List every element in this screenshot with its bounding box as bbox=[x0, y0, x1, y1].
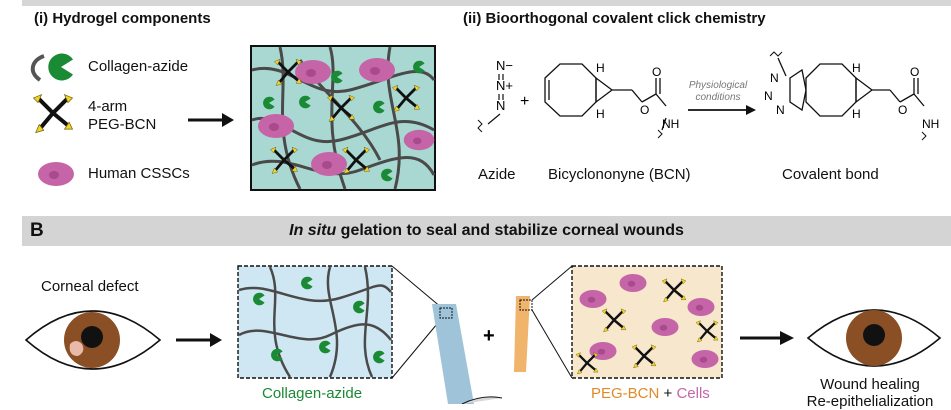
panel-b-title-italic: In situ bbox=[289, 222, 337, 239]
plus-separator: + bbox=[659, 385, 677, 402]
azide-atom-n-plus: N+ bbox=[496, 78, 513, 93]
condition-line-1: Physiological bbox=[688, 80, 748, 91]
product-label: Covalent bond bbox=[782, 166, 879, 183]
bcn-o-ester: O bbox=[640, 103, 649, 117]
legend-collagen-azide-label: Collagen-azide bbox=[88, 58, 189, 75]
syringe-blue-tip bbox=[432, 304, 474, 404]
zoom-lines-collagen bbox=[391, 265, 443, 379]
healed-eye bbox=[806, 309, 942, 367]
product-n3: N bbox=[776, 103, 785, 117]
zoom-lines-peg bbox=[531, 265, 573, 379]
legend-peg-bcn-icon bbox=[33, 95, 72, 133]
product-o-carbonyl: O bbox=[910, 65, 919, 79]
cells-caption: Cells bbox=[676, 385, 710, 402]
azide-label: Azide bbox=[478, 166, 516, 183]
bcn-h-bottom: H bbox=[596, 107, 605, 121]
product-h-bottom: H bbox=[852, 107, 861, 121]
bcn-label: Bicyclononyne (BCN) bbox=[548, 166, 691, 183]
corneal-defect-label: Corneal defect bbox=[41, 278, 139, 295]
panel-b-title: In situ gelation to seal and stabilize c… bbox=[22, 222, 951, 240]
section-i-title: (i) Hydrogel components bbox=[34, 10, 211, 27]
bcn-structure bbox=[544, 63, 667, 139]
syringe-orange-tip bbox=[514, 296, 533, 372]
bcn-h-top: H bbox=[596, 61, 605, 75]
peg-bcn-cells-caption: PEG-BCN + Cells bbox=[591, 385, 710, 402]
defect-eye bbox=[24, 310, 162, 370]
arrow-eye-to-collagen bbox=[176, 333, 222, 347]
condition-line-2: conditions bbox=[695, 92, 741, 103]
azide-structure: N− N+ N bbox=[477, 58, 513, 133]
product-n1: N bbox=[770, 71, 779, 85]
reaction-plus: + bbox=[520, 93, 529, 110]
product-n2: N bbox=[764, 89, 773, 103]
section-ii-title: (ii) Bioorthogonal covalent click chemis… bbox=[463, 10, 766, 27]
product-o-ester: O bbox=[898, 103, 907, 117]
product-nh: NH bbox=[922, 117, 939, 131]
legend-cells-label: Human CSSCs bbox=[88, 165, 190, 182]
reaction-condition-text: Physiological conditions bbox=[683, 80, 753, 104]
azide-atom-n: N bbox=[496, 98, 505, 113]
peg-cells-zoom-box bbox=[571, 265, 723, 379]
panel-b-banner: B In situ gelation to seal and stabilize… bbox=[22, 216, 951, 246]
collagen-azide-zoom-box bbox=[237, 265, 393, 379]
product-structure bbox=[769, 51, 927, 141]
legend-cell-icon bbox=[38, 162, 74, 186]
panel-b-title-rest: gelation to seal and stabilize corneal w… bbox=[336, 222, 684, 239]
arrow-to-healed-eye bbox=[740, 331, 794, 345]
panel-b-plus: + bbox=[483, 325, 495, 347]
legend-collagen-azide-icon bbox=[30, 53, 73, 82]
hydrogel-network-box bbox=[250, 45, 436, 191]
legend-peg-bcn-label-line2: PEG-BCN bbox=[88, 116, 157, 133]
panel-b-letter: B bbox=[30, 220, 44, 241]
azide-atom-n-minus: N− bbox=[496, 58, 513, 73]
bcn-o-carbonyl: O bbox=[652, 65, 661, 79]
product-h-top: H bbox=[852, 61, 861, 75]
legend-peg-bcn-label-line1: 4-arm bbox=[88, 98, 128, 115]
outcome-line-1: Wound healing bbox=[820, 376, 920, 393]
arrow-legend-to-hydrogel bbox=[188, 113, 234, 127]
collagen-azide-caption: Collagen-azide bbox=[262, 385, 363, 402]
top-banner-strip bbox=[22, 0, 951, 6]
syringe-base bbox=[461, 396, 503, 404]
peg-bcn-caption: PEG-BCN bbox=[591, 385, 660, 402]
bcn-nh: NH bbox=[662, 117, 679, 131]
reaction-arrow bbox=[688, 105, 756, 115]
